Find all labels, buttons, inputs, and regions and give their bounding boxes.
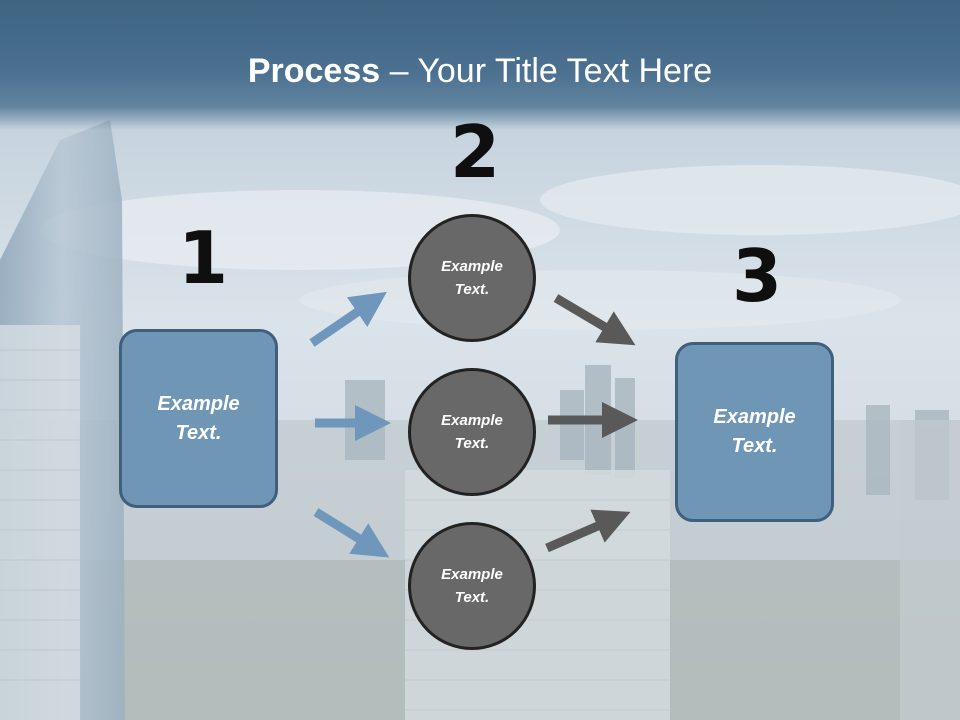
end-box-line2: Text.: [731, 435, 778, 457]
end-box-line1: Example: [713, 406, 796, 428]
circle-top-line1: Example: [441, 258, 503, 275]
slide-title: Process – Your Title Text Here: [0, 52, 960, 91]
end-box: Example Text.: [675, 342, 834, 522]
process-circle-top: Example Text.: [408, 214, 536, 342]
arrow-gray-up: [545, 509, 631, 553]
circle-bottom-line2: Text.: [454, 589, 490, 606]
step-number-2: 2: [450, 110, 501, 194]
step-number-1: 1: [178, 216, 229, 300]
circle-middle-line1: Example: [441, 412, 503, 429]
arrow-gray-down: [553, 294, 636, 346]
step-number-3: 3: [732, 234, 783, 318]
start-box-line1: Example: [157, 392, 240, 415]
circle-bottom-line1: Example: [441, 566, 503, 583]
process-circle-middle: Example Text.: [408, 368, 536, 496]
arrow-blue-down: [313, 508, 390, 558]
start-box-line2: Text.: [175, 421, 222, 444]
arrow-blue-up: [309, 291, 387, 347]
process-circle-bottom: Example Text.: [408, 522, 536, 650]
title-bold: Process: [247, 52, 381, 90]
title-band: [0, 0, 960, 130]
circle-top-line2: Text.: [454, 281, 490, 298]
start-box: Example Text.: [119, 329, 278, 508]
title-rest: – Your Title Text Here: [380, 52, 713, 90]
circle-middle-line2: Text.: [454, 435, 490, 452]
